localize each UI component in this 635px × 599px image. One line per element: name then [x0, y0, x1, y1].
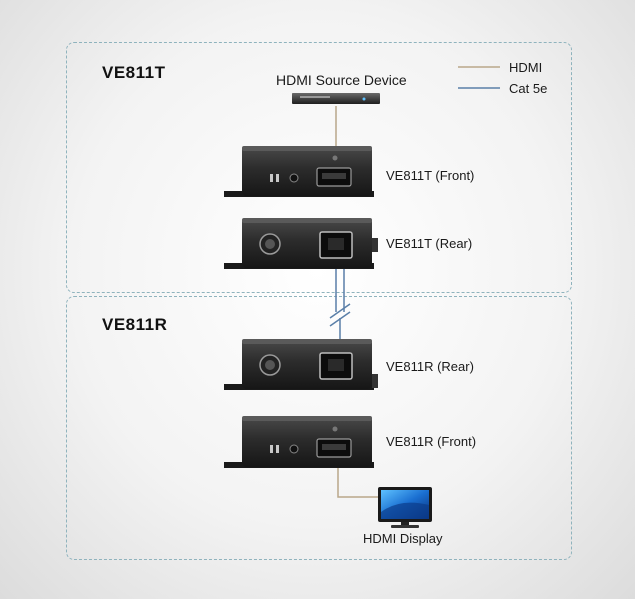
legend-hdmi-label: HDMI — [509, 60, 543, 75]
ve811r-rear-device-icon — [224, 339, 378, 390]
hdmi-display-icon — [378, 487, 432, 528]
hdmi-cable-display — [337, 462, 378, 498]
display-label: HDMI Display — [363, 531, 443, 546]
ve811t-front-device-icon — [224, 146, 374, 197]
rx-front-label: VE811R (Front) — [386, 434, 477, 449]
ve811r-front-device-icon — [224, 416, 374, 468]
ve811t-rear-device-icon — [224, 218, 378, 269]
source-device-label: HDMI Source Device — [276, 72, 407, 88]
transmitter-panel — [66, 42, 572, 293]
transmitter-title: VE811T — [102, 63, 166, 82]
receiver-title: VE811R — [102, 315, 168, 334]
rx-rear-label: VE811R (Rear) — [386, 359, 474, 374]
hdmi-source-device-icon — [292, 93, 380, 104]
tx-rear-label: VE811T (Rear) — [386, 236, 473, 251]
cat5e-cable — [329, 262, 351, 350]
receiver-panel — [66, 296, 572, 560]
tx-front-label: VE811T (Front) — [386, 168, 475, 183]
legend-cat5e-label: Cat 5e — [509, 81, 548, 96]
